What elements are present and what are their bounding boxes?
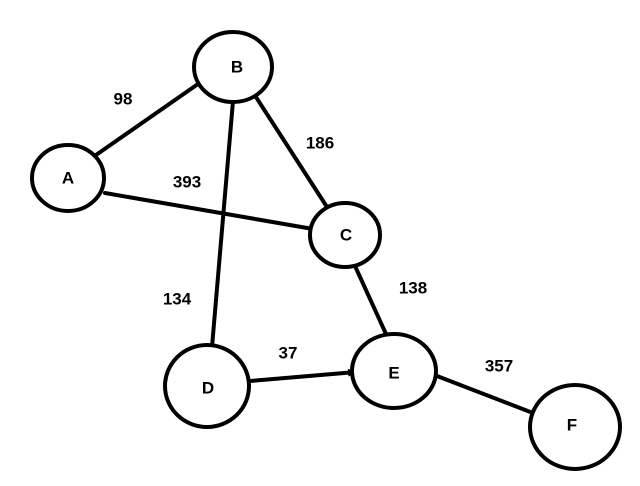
edge-c-e [353,264,388,336]
node-c-label: C [340,226,352,245]
edge-b-c-weight: 186 [306,134,334,153]
node-b-label: B [231,58,243,77]
edge-a-b-weight: 98 [114,90,133,109]
node-d-circle [163,343,251,429]
node-c[interactable]: C [308,201,382,269]
edge-c-e-weight: 138 [399,279,427,298]
edge-b-c [252,92,329,209]
node-a-label: A [62,169,74,188]
edge-a-b [94,82,200,157]
node-e-circle [350,332,438,410]
node-f-circle [528,383,622,471]
node-e-label: E [388,364,399,383]
node-a[interactable]: A [30,143,106,213]
node-d-label: D [202,379,214,398]
node-b[interactable]: B [192,30,274,104]
node-f-label: F [567,416,577,435]
edge-a-c [103,191,315,231]
edge-d-e [248,368,358,383]
edge-e-f [435,374,535,415]
node-e[interactable]: E [350,332,438,410]
node-a-circle [30,143,106,213]
node-d[interactable]: D [163,343,251,429]
edge-b-d-weight: 134 [163,290,192,309]
node-c-circle [308,201,382,269]
edge-e-f-weight: 357 [485,357,513,376]
edge-d-e-weight: 37 [279,344,298,363]
node-f[interactable]: F [528,383,622,471]
edge-labels-group: 98 393 186 134 138 37 357 [114,90,514,376]
edge-b-d [210,99,235,349]
nodes-group: A B C D E F [30,30,622,471]
edges-group [94,82,535,415]
node-b-circle [192,30,274,104]
edge-a-c-weight: 393 [173,173,201,192]
